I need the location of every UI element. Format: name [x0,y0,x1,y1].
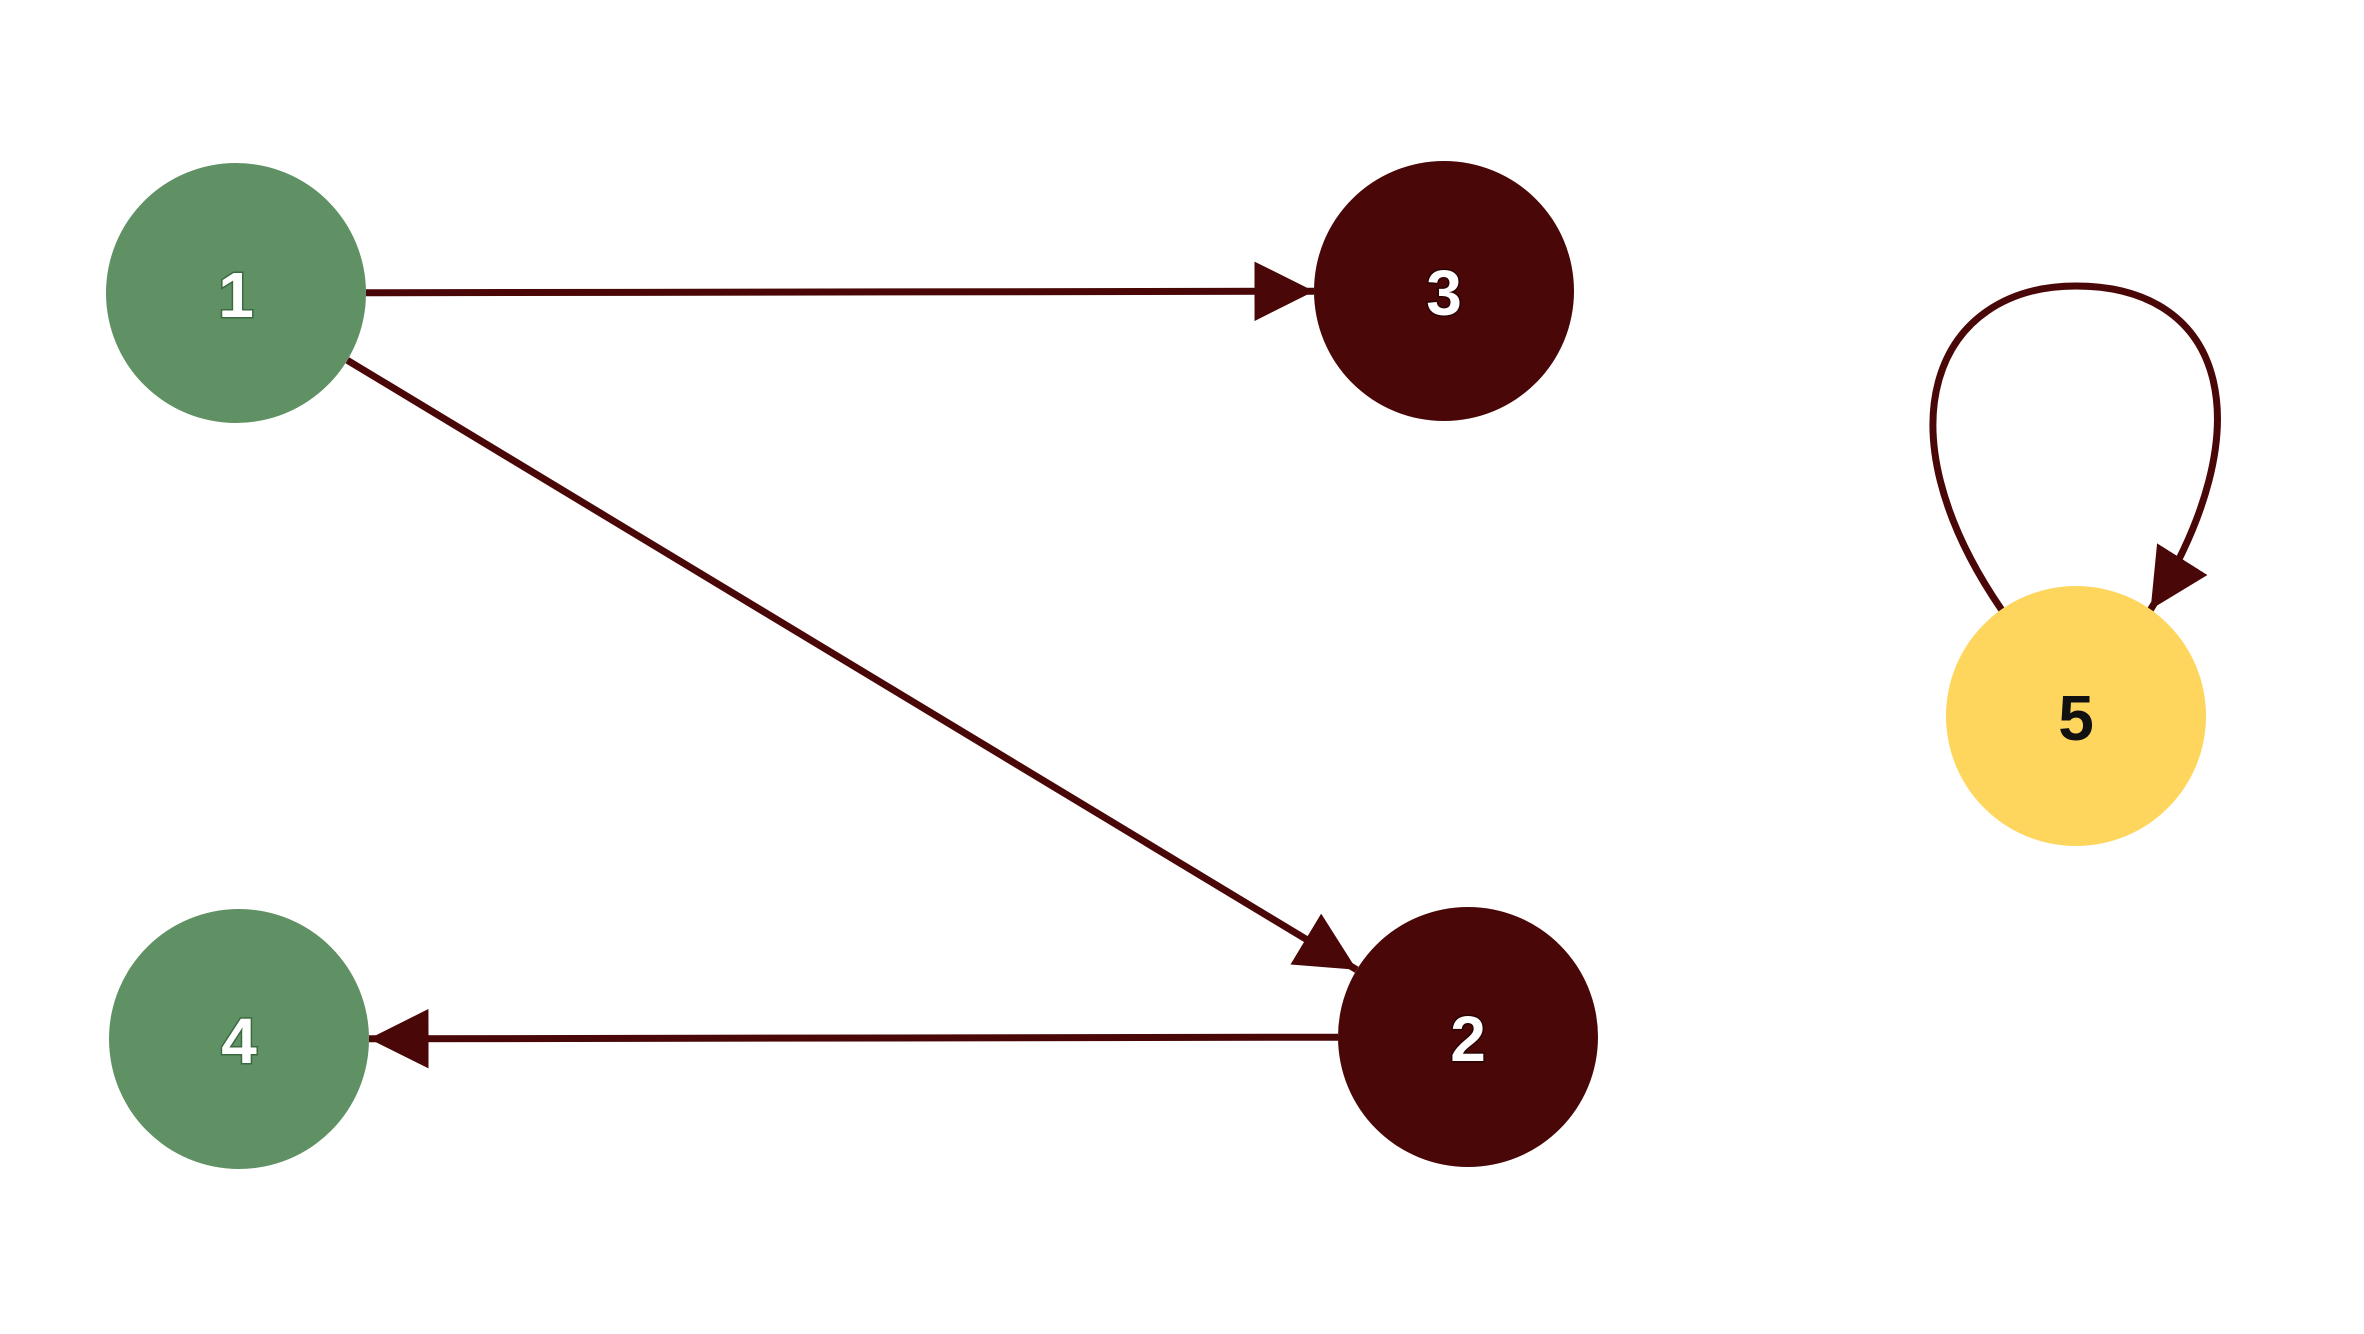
node-2-label: 2 [1450,1003,1486,1075]
node-5-circle [1946,586,2206,846]
node-1-label: 1 [218,259,254,331]
edge-layer [345,261,2221,1069]
node-5[interactable]: 5 [1946,586,2206,846]
node-4-label: 4 [221,1005,257,1077]
node-3-label: 3 [1426,257,1462,329]
node-1-circle [106,163,366,423]
edge-1-to-3 [365,261,1315,322]
node-5-label: 5 [2058,682,2094,754]
node-layer: 1 2 3 4 5 [106,161,2206,1169]
node-3-circle [1314,161,1574,421]
edge-5-to-5-self-loop [1929,282,2221,612]
node-4-circle [109,909,369,1169]
edge-1-to-2 [345,357,1359,973]
node-3[interactable]: 3 [1314,161,1574,421]
node-1[interactable]: 1 [106,163,366,423]
node-4[interactable]: 4 [109,909,369,1169]
node-2-circle [1338,907,1598,1167]
node-2[interactable]: 2 [1338,907,1598,1167]
edge-2-to-4 [368,1008,1339,1069]
